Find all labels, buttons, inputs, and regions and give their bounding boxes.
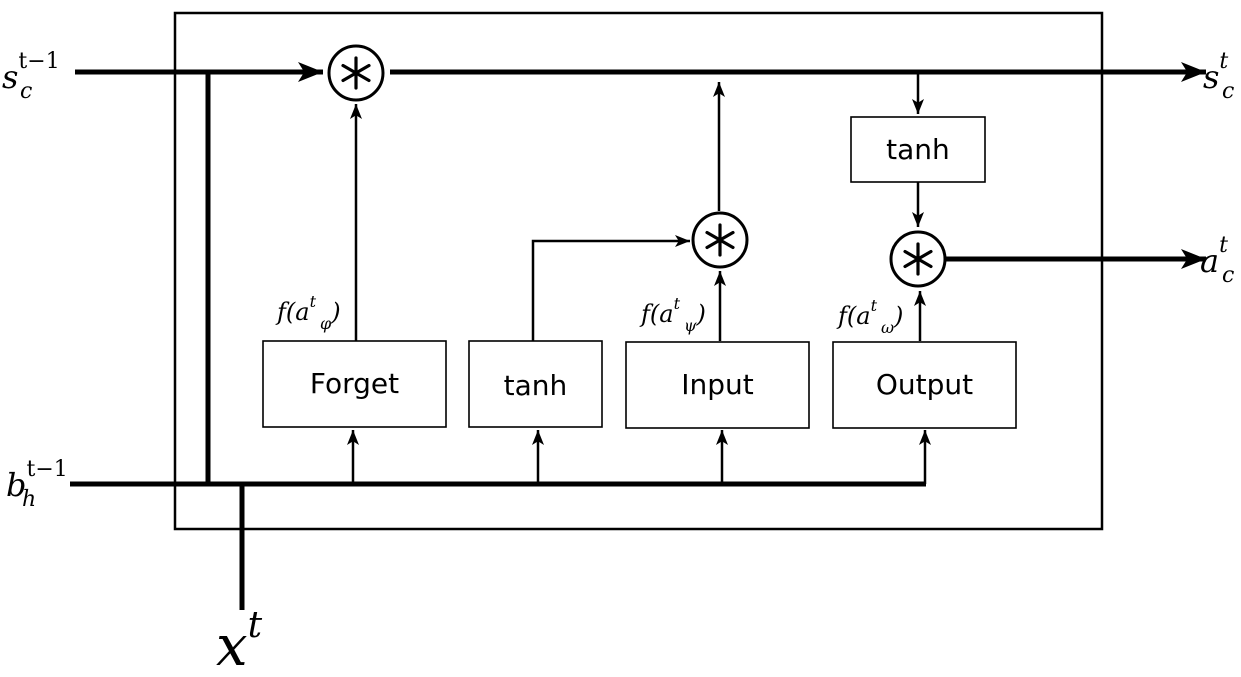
output-multiply-icon — [889, 230, 947, 288]
candidate-tanh-gate: tanh — [468, 340, 603, 428]
cell-boundary — [173, 11, 1104, 531]
input-gate: Input — [625, 341, 810, 429]
candidate-tanh-label: tanh — [504, 369, 568, 402]
output-gate: Output — [832, 341, 1017, 429]
cell-tanh-label: tanh — [886, 133, 950, 166]
forget-multiply-icon — [327, 44, 385, 102]
input-activation-label: f(atψ) — [639, 294, 706, 335]
input-multiply-icon — [691, 211, 749, 269]
forget-gate: Forget — [262, 340, 447, 428]
cell-tanh-gate: tanh — [850, 116, 986, 183]
output-gate-label: Output — [876, 368, 973, 401]
tanh-to-mult-arrow — [531, 235, 690, 341]
x-input-label: xt — [216, 605, 263, 677]
output-activation-label: f(atω) — [836, 296, 903, 337]
forget-gate-label: Forget — [310, 367, 399, 400]
forget-activation-label: f(atφ) — [275, 292, 341, 333]
input-gate-label: Input — [681, 368, 754, 401]
